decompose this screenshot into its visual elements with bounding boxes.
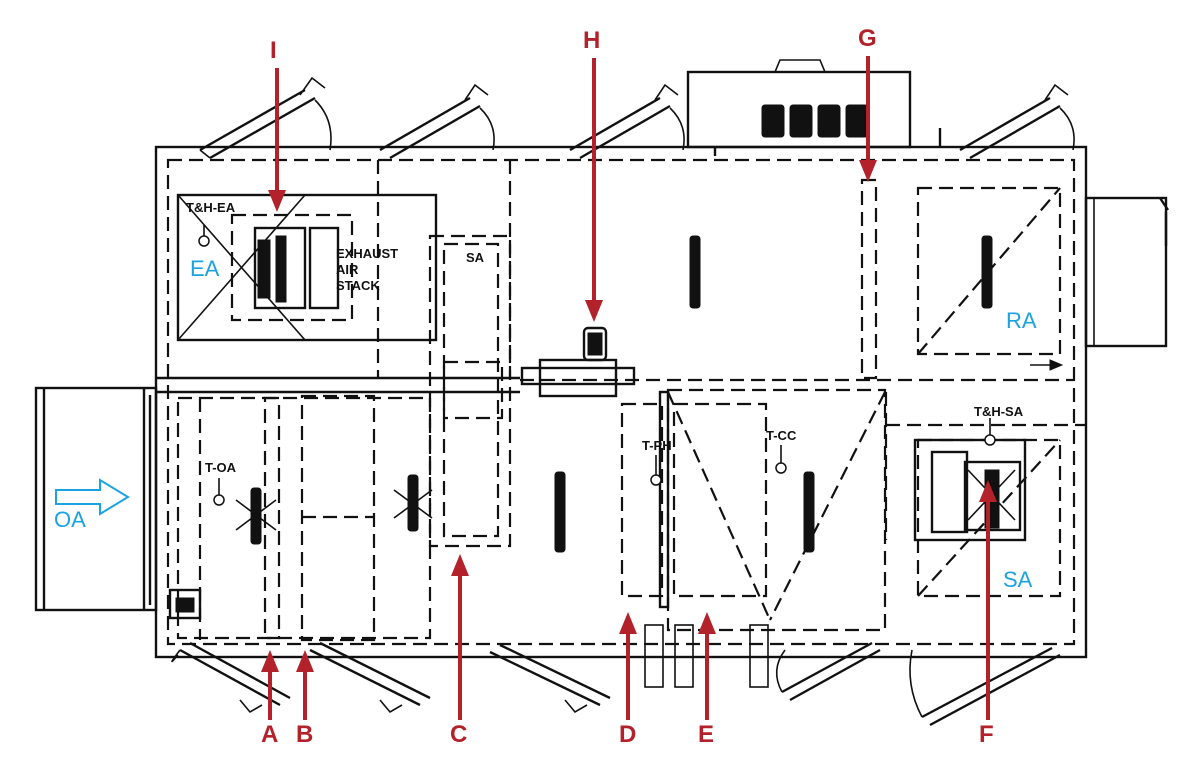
svg-text:H: H (583, 27, 600, 54)
sensor-t-ph (650, 455, 662, 486)
svg-text:I: I (270, 37, 277, 64)
access-door-top-1 (199, 76, 332, 160)
svg-text:G: G (858, 25, 877, 52)
svg-text:D: D (619, 721, 636, 748)
exhaust-stack-label-1: EXHAUST (336, 246, 398, 261)
callout-h: H (583, 27, 603, 322)
sensor-label-t-oa: T-OA (205, 460, 237, 475)
sensor-label-th-ea: T&H-EA (186, 200, 236, 215)
callout-d: D (619, 612, 637, 748)
svg-text:A: A (261, 721, 278, 748)
callout-b: B (296, 650, 314, 748)
return-air-section (860, 178, 1064, 380)
airstream-label-ea: EA (190, 256, 220, 281)
svg-text:F: F (979, 721, 994, 748)
callout-g: G (858, 25, 877, 182)
access-door-bottom-2 (309, 641, 431, 714)
callout-c: C (450, 554, 469, 748)
access-door-bottom-5 (909, 646, 1061, 727)
access-door-bottom-1 (171, 641, 291, 714)
fan-motor (520, 326, 636, 398)
sensor-label-th-sa: T&H-SA (974, 404, 1024, 419)
coil-module (620, 388, 888, 688)
access-door-top-4 (959, 83, 1075, 160)
callout-e: E (698, 612, 716, 748)
sensor-th-sa (984, 418, 996, 446)
airstream-label-sa: SA (1003, 567, 1033, 592)
callout-a: A (261, 650, 279, 748)
access-door-bottom-3 (489, 643, 611, 714)
sensor-th-ea (198, 225, 210, 247)
unit-inner-wall (166, 158, 1076, 646)
filter-label-5a: SA (466, 250, 485, 265)
sensor-label-t-ph: T-PH (642, 438, 672, 453)
control-panel-box (686, 59, 942, 156)
oa-arrow-icon (55, 478, 130, 516)
callout-i: I (268, 37, 286, 212)
airstream-label-oa: OA (54, 507, 86, 532)
sensor-t-cc (775, 445, 787, 474)
unit-housing (154, 145, 1088, 659)
sensor-t-oa (213, 478, 225, 506)
svg-text:B: B (296, 721, 313, 748)
access-door-top-2 (379, 83, 495, 160)
svg-text:C: C (450, 721, 467, 748)
callout-f: F (979, 480, 997, 748)
svg-text:E: E (698, 721, 714, 748)
access-door-bottom-4 (775, 641, 881, 702)
return-air-duct (1084, 196, 1169, 348)
filter-rack-5a (428, 234, 512, 548)
sensor-label-t-cc: T-CC (766, 428, 797, 443)
exhaust-stack-label-3: STACK (336, 278, 380, 293)
exhaust-stack-label-2: AIR (336, 262, 359, 277)
damper-module (168, 394, 432, 642)
airstream-label-ra: RA (1006, 308, 1037, 333)
outside-air-intake-hood (34, 386, 158, 612)
exhaust-air-section (176, 160, 512, 378)
